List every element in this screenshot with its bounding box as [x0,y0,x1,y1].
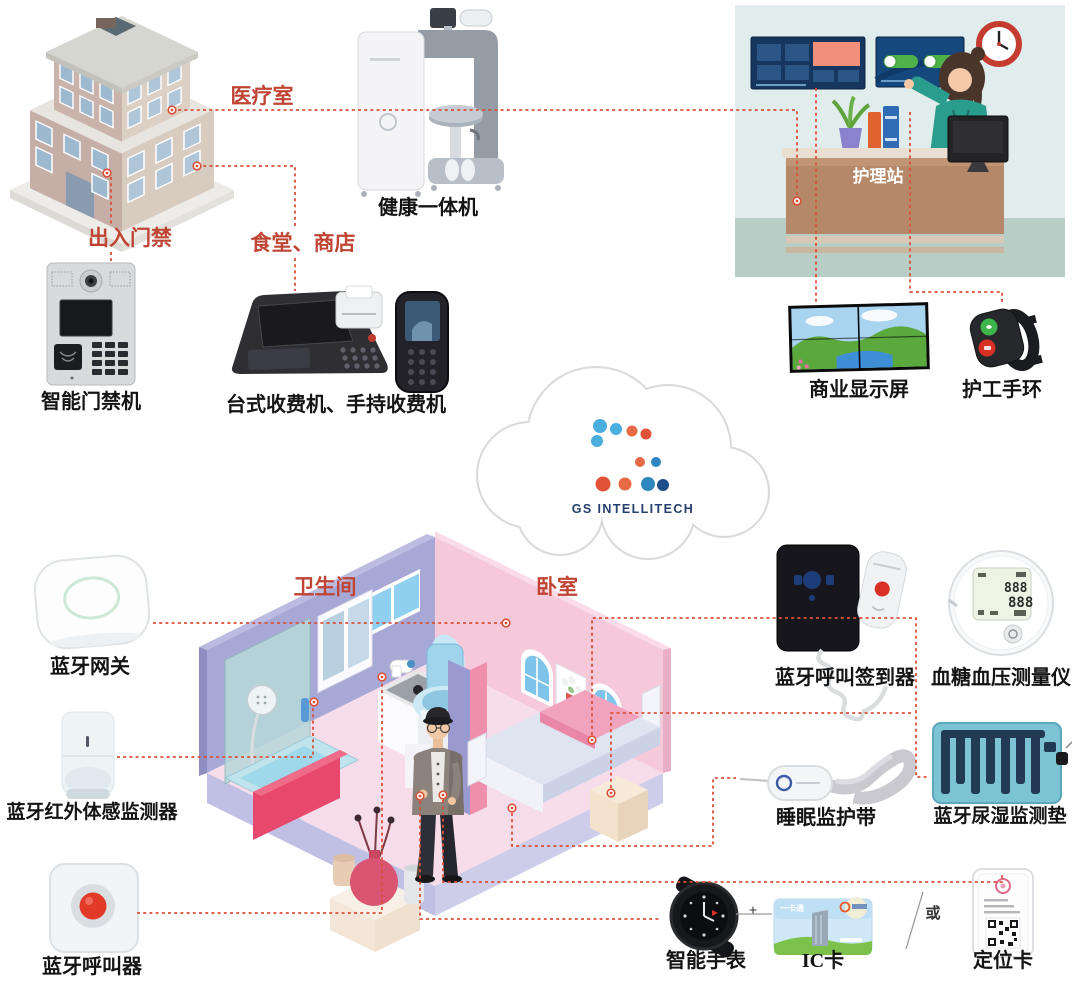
bathroom-wall-items [317,568,420,694]
connector-lines [102,88,1003,950]
health-kiosk-illustration [357,8,504,197]
bt-gateway-illustration [33,554,151,650]
meter-reading-1: 888 [1004,581,1028,596]
ic-card-illustration: 一卡通 [773,897,873,955]
room-illustration [199,531,671,952]
toilet-paper [389,659,415,678]
side-table [330,806,424,952]
smart-watch-illustration [669,876,739,958]
building-illustration [10,16,234,252]
dashboard-screen-1 [750,36,866,90]
pos-machines-illustration [231,285,449,393]
caregiver-band-illustration [969,308,1043,371]
qr-code-icon [985,917,1021,949]
connector-nodes [102,105,802,813]
desk-plant [831,95,871,152]
glucose-bp-meter-illustration: 888 888 [948,550,1054,656]
commercial-display-illustration [788,302,930,373]
handset-cord [816,648,889,722]
building-lower-right-face [122,109,214,232]
cloud-shape: GS INTELLITECH [476,366,770,560]
bt-pir-sensor-illustration [61,711,115,799]
nightstand [590,776,648,842]
sleep-belt-illustration [739,749,917,805]
shower [223,617,360,840]
meter-reading-2: 888 [1008,595,1033,611]
brand-logo-dots [591,419,669,492]
elderly-person [412,707,464,883]
desk-monitor [947,115,1009,172]
bt-urine-pad-illustration [932,722,1072,804]
bt-caller-illustration [49,863,139,953]
wall-clock-icon [976,21,1022,67]
ic-card-title: 一卡通 [780,903,804,913]
nursing-station-scene [735,5,1065,277]
locator-card-illustration [972,868,1034,958]
solid-connectors [736,891,924,950]
desk-books [868,106,899,152]
brand-name: GS INTELLITECH [572,502,694,516]
access-control-illustration [46,262,136,386]
building-lower-left-face [30,110,122,232]
bt-call-signin-illustration [776,544,907,722]
